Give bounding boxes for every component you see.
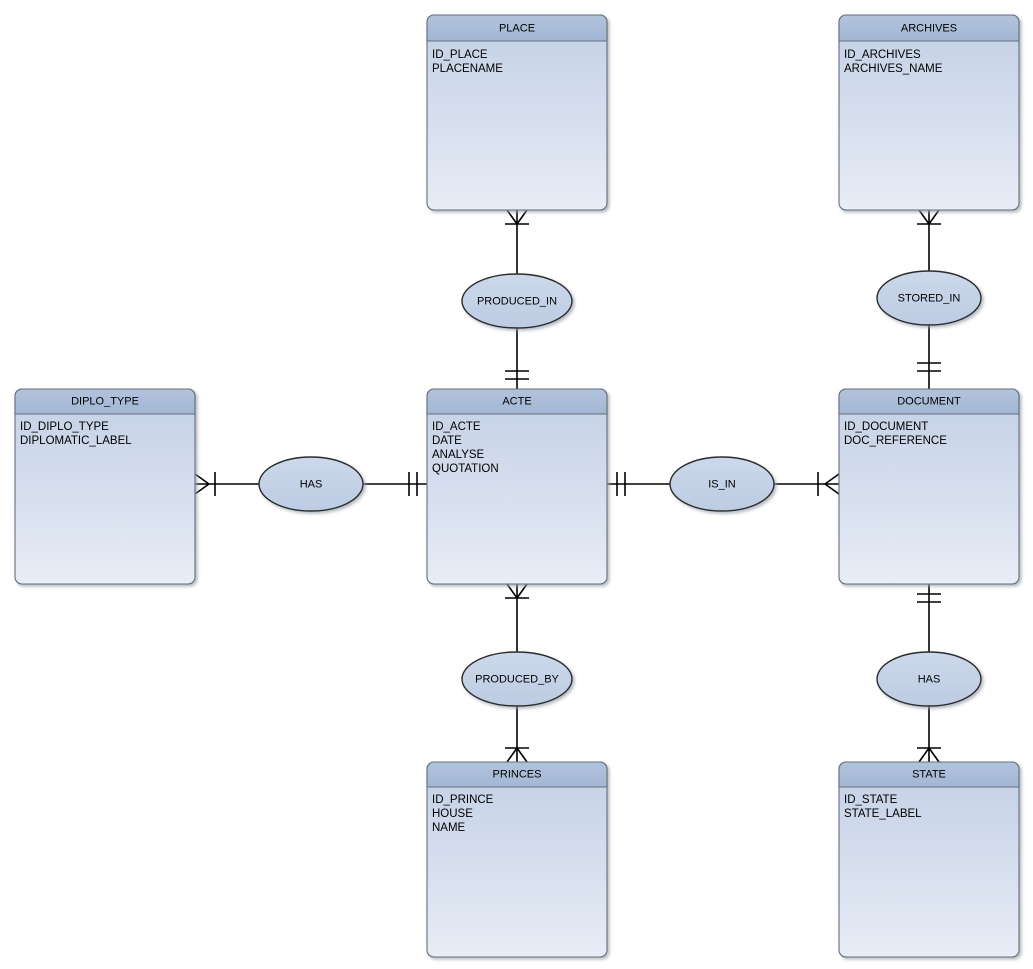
entity-attribute: ANALYSE bbox=[432, 449, 485, 461]
relationship-has-state[interactable]: HAS bbox=[876, 651, 982, 707]
entity-attribute: NAME bbox=[432, 822, 466, 834]
connector-group bbox=[194, 209, 941, 763]
entity-attribute: STATE_LABEL bbox=[844, 808, 922, 820]
entity-title: ACTE bbox=[502, 395, 531, 407]
connector-acte-place bbox=[505, 209, 529, 389]
entity-document[interactable]: DOCUMENT ID_DOCUMENT DOC_REFERENCE bbox=[838, 388, 1020, 585]
entity-attribute: ARCHIVES_NAME bbox=[844, 63, 943, 75]
entity-title: ARCHIVES bbox=[901, 22, 957, 34]
entity-title: DOCUMENT bbox=[897, 395, 961, 407]
relationship-stored-in[interactable]: STORED_IN bbox=[876, 270, 982, 326]
entity-attribute: DATE bbox=[432, 435, 462, 447]
entity-attribute: DOC_REFERENCE bbox=[844, 435, 947, 447]
entity-title: PLACE bbox=[499, 22, 535, 34]
entity-attribute: DIPLOMATIC_LABEL bbox=[20, 435, 132, 447]
entity-title: DIPLO_TYPE bbox=[71, 395, 139, 407]
connector-acte-document bbox=[607, 472, 840, 496]
entity-attribute: HOUSE bbox=[432, 808, 473, 820]
relationship-label: IS_IN bbox=[708, 478, 736, 490]
entity-attribute: ID_DIPLO_TYPE bbox=[20, 421, 109, 433]
relationship-produced-by[interactable]: PRODUCED_BY bbox=[461, 651, 573, 707]
entity-attribute: ID_PRINCE bbox=[432, 794, 494, 806]
relationship-has-diplo-type[interactable]: HAS bbox=[258, 456, 364, 512]
entity-diplo-type[interactable]: DIPLO_TYPE ID_DIPLO_TYPE DIPLOMATIC_LABE… bbox=[14, 388, 196, 585]
entity-attribute: ID_ACTE bbox=[432, 421, 481, 433]
entity-acte[interactable]: ACTE ID_ACTE DATE ANALYSE QUOTATION bbox=[426, 388, 608, 585]
relationship-label: STORED_IN bbox=[898, 292, 961, 304]
entity-attribute: PLACENAME bbox=[432, 63, 503, 75]
connector-diplotype-acte bbox=[194, 472, 427, 496]
entity-attribute: ID_DOCUMENT bbox=[844, 421, 928, 433]
relationship-label: PRODUCED_BY bbox=[475, 673, 559, 685]
entity-attribute: ID_PLACE bbox=[432, 49, 488, 61]
relationship-produced-in[interactable]: PRODUCED_IN bbox=[461, 273, 573, 329]
relationship-label: HAS bbox=[918, 673, 941, 685]
entity-title: PRINCES bbox=[493, 768, 542, 780]
entity-attribute: QUOTATION bbox=[432, 463, 499, 475]
entity-title: STATE bbox=[912, 768, 946, 780]
entity-princes[interactable]: PRINCES ID_PRINCE HOUSE NAME bbox=[426, 761, 608, 958]
relationship-label: PRODUCED_IN bbox=[477, 295, 557, 307]
relationship-label: HAS bbox=[300, 478, 323, 490]
entity-attribute: ID_STATE bbox=[844, 794, 898, 806]
entity-state[interactable]: STATE ID_STATE STATE_LABEL bbox=[838, 761, 1020, 958]
entity-place[interactable]: PLACE ID_PLACE PLACENAME bbox=[426, 14, 608, 211]
relationship-is-in[interactable]: IS_IN bbox=[669, 456, 775, 512]
entity-archives[interactable]: ARCHIVES ID_ARCHIVES ARCHIVES_NAME bbox=[838, 14, 1020, 211]
connector-acte-princes bbox=[505, 583, 529, 763]
entity-attribute: ID_ARCHIVES bbox=[844, 49, 921, 61]
connector-document-archives bbox=[917, 209, 941, 389]
connector-document-state bbox=[917, 584, 941, 763]
